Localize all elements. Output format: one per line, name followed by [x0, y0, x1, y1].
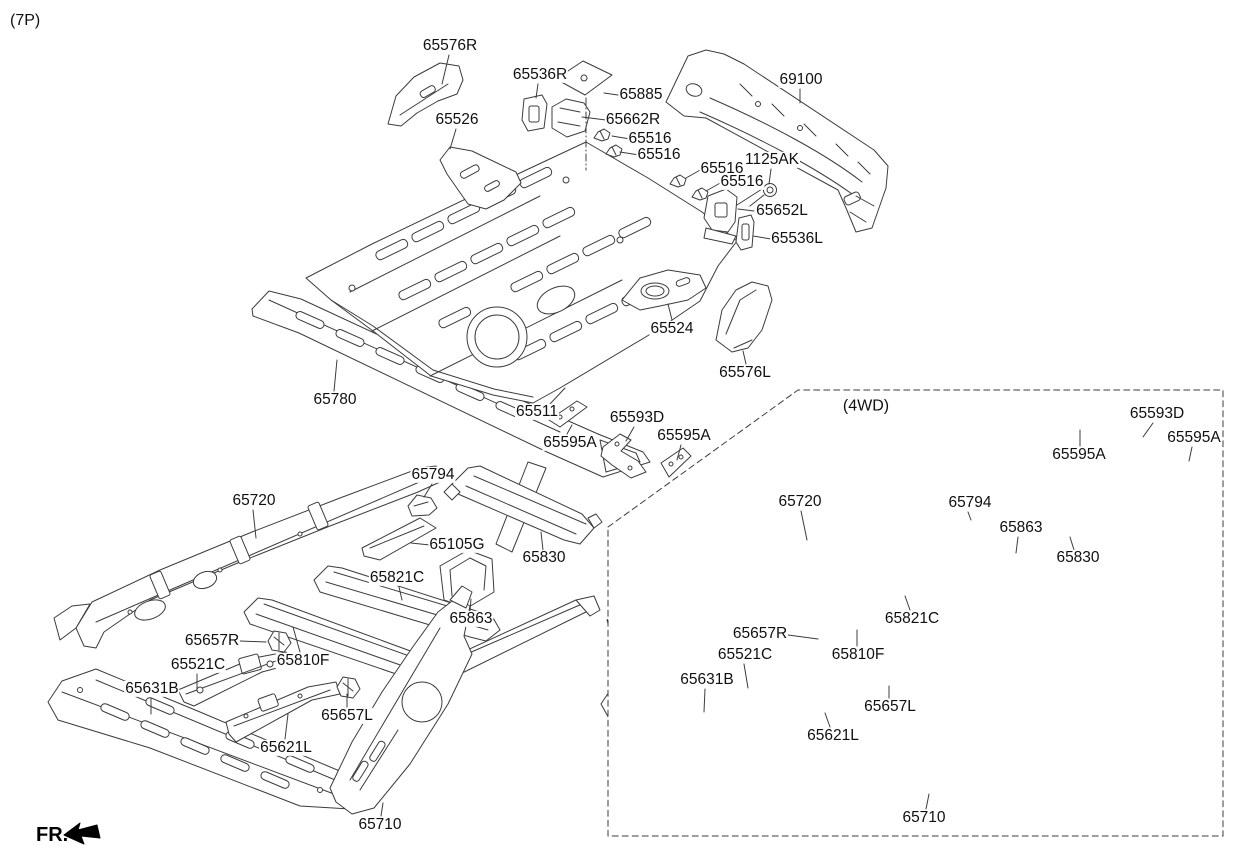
leader-line: [441, 54, 450, 85]
fr-arrow-icon: [63, 822, 101, 845]
part-shape-65105G: [361, 517, 437, 561]
leader-line: [925, 793, 930, 810]
leader-line: [1188, 446, 1193, 462]
part-shape-65524: [621, 269, 707, 311]
leader-line: [800, 510, 808, 541]
leader-line: [676, 444, 682, 461]
part-shape-65595A-1: [548, 400, 588, 428]
leader-line: [333, 359, 338, 392]
part-shape-65516-a: [593, 128, 611, 142]
leader-lines: [150, 54, 1193, 817]
part-shape-65830: [443, 461, 603, 553]
leader-line: [292, 626, 301, 653]
fr-direction-label: FR.: [36, 824, 69, 846]
part-shape-65576R: [387, 62, 464, 127]
part-shape-65576L: [715, 281, 773, 353]
part-shape-65657R: [267, 630, 292, 653]
leader-line: [742, 350, 747, 365]
part-shape-65657L: [336, 676, 361, 699]
leader-line: [581, 116, 607, 121]
leader-line: [549, 387, 566, 405]
leader-line: [603, 92, 619, 96]
leader-line: [1142, 422, 1154, 438]
leader-line: [752, 235, 772, 240]
part-shape-65526: [439, 146, 522, 210]
leader-line: [743, 663, 749, 689]
side-member-assembly: [47, 461, 603, 815]
part-shape-65521C: [177, 651, 293, 707]
leader-line: [252, 509, 257, 539]
leader-line: [787, 634, 819, 640]
part-shape-65511: [305, 141, 738, 404]
leader-line: [398, 586, 403, 601]
leader-line: [768, 168, 772, 185]
part-shape-1125AK-bolt: [749, 183, 777, 207]
leader-line: [284, 713, 289, 740]
leader-line: [540, 531, 544, 551]
leader-line: [667, 303, 673, 321]
leader-line: [1069, 536, 1075, 551]
part-shape-65810F: [243, 597, 433, 681]
leader-line: [904, 595, 911, 611]
part-shape-65516-d: [691, 187, 709, 201]
part-shape-65621L: [225, 681, 341, 743]
leader-line: [619, 151, 640, 156]
leader-line: [410, 542, 431, 546]
leader-line: [423, 483, 433, 498]
part-shape-69100: [665, 49, 889, 233]
part-shape-65662R: [551, 98, 591, 138]
part-shape-65720: [53, 465, 441, 649]
part-shape-65595A-2: [660, 447, 692, 478]
leader-line: [469, 598, 472, 612]
4wd-boundary-box: [607, 389, 1224, 837]
part-shape-65885: [555, 60, 613, 96]
leader-line: [611, 135, 631, 140]
leader-line: [239, 640, 267, 643]
part-shape-65794: [407, 494, 438, 517]
part-shape-65516-c: [669, 174, 687, 188]
leader-line: [625, 426, 635, 442]
leader-line: [449, 128, 457, 150]
leader-line: [703, 688, 706, 713]
part-shape-65536R: [521, 94, 548, 132]
leader-line: [380, 802, 384, 817]
leader-line: [535, 83, 539, 99]
leader-line: [705, 181, 723, 192]
part-shape-65593D-1: [600, 433, 647, 479]
leader-line: [737, 208, 755, 212]
part-shape-65516-b: [605, 144, 623, 158]
leader-line: [1015, 536, 1019, 554]
part-shape-65652L: [703, 188, 763, 245]
leader-line: [566, 424, 573, 435]
part-shape-65710: [329, 585, 473, 815]
leader-line: [967, 511, 972, 521]
leader-line: [685, 168, 703, 179]
part-shape-65536L: [735, 214, 755, 251]
variant-note: (7P): [10, 12, 41, 29]
leader-line: [824, 712, 831, 728]
